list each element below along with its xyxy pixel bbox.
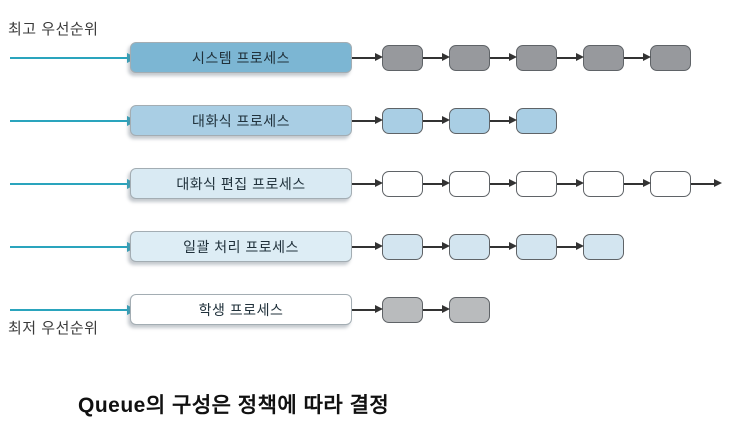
connector-arrow	[423, 179, 450, 187]
queue-node	[449, 233, 490, 260]
queue-category-box: 시스템 프로세스	[130, 42, 352, 73]
queue-node	[449, 44, 490, 71]
queue-node	[516, 170, 557, 197]
arrow-head-icon	[509, 179, 517, 187]
queue-row: 학생 프로세스	[0, 294, 731, 325]
queue-category-box: 대화식 편집 프로세스	[130, 168, 352, 199]
arrow-head-icon	[375, 242, 383, 250]
queue-node	[449, 107, 490, 134]
queue-node-chain	[352, 231, 624, 262]
arrow-head-icon	[442, 242, 450, 250]
connector-arrow	[490, 116, 517, 124]
arrow-head-icon	[576, 179, 584, 187]
connector-arrow	[352, 305, 383, 313]
connector-arrow	[490, 242, 517, 250]
queue-node	[583, 44, 624, 71]
lowest-priority-label: 최저 우선순위	[8, 320, 99, 337]
arrow-head-icon	[442, 116, 450, 124]
connector-arrow	[490, 53, 517, 61]
arrow-head-icon	[509, 53, 517, 61]
connector-arrow	[490, 179, 517, 187]
queue-node	[583, 233, 624, 260]
diagram-caption: Queue의 구성은 정책에 따라 결정	[78, 394, 390, 417]
priority-entry-arrow	[10, 52, 137, 63]
connector-arrow	[691, 179, 722, 187]
connector-arrow	[624, 53, 651, 61]
arrow-head-icon	[643, 179, 651, 187]
priority-entry-arrow	[10, 178, 137, 189]
highest-priority-label: 최고 우선순위	[8, 21, 99, 38]
connector-arrow	[624, 179, 651, 187]
arrow-head-icon	[375, 305, 383, 313]
priority-entry-arrow	[10, 241, 137, 252]
queue-node	[449, 170, 490, 197]
queue-node	[382, 296, 423, 323]
arrow-head-icon	[375, 116, 383, 124]
arrow-head-icon	[643, 53, 651, 61]
arrow-head-icon	[442, 305, 450, 313]
queue-node-chain	[352, 105, 557, 136]
queue-row: 일괄 처리 프로세스	[0, 231, 731, 262]
queue-node	[382, 107, 423, 134]
connector-arrow	[423, 242, 450, 250]
queue-node	[650, 44, 691, 71]
connector-arrow	[352, 242, 383, 250]
queue-category-box: 대화식 프로세스	[130, 105, 352, 136]
connector-arrow	[557, 179, 584, 187]
queue-node	[382, 170, 423, 197]
queue-node-chain	[352, 168, 722, 199]
connector-arrow	[423, 305, 450, 313]
arrow-head-icon	[509, 116, 517, 124]
queue-node	[382, 233, 423, 260]
arrow-head-icon	[375, 53, 383, 61]
queue-node	[516, 44, 557, 71]
queue-node	[382, 44, 423, 71]
connector-arrow	[557, 53, 584, 61]
queue-node-chain	[352, 294, 490, 325]
arrow-head-icon	[375, 179, 383, 187]
arrow-head-icon	[509, 242, 517, 250]
queue-node	[650, 170, 691, 197]
connector-arrow	[423, 116, 450, 124]
arrow-head-icon	[442, 53, 450, 61]
arrow-head-icon	[576, 53, 584, 61]
queue-category-box: 일괄 처리 프로세스	[130, 231, 352, 262]
queue-row: 시스템 프로세스	[0, 42, 731, 73]
queue-node	[516, 107, 557, 134]
queue-row: 대화식 편집 프로세스	[0, 168, 731, 199]
arrow-head-icon	[576, 242, 584, 250]
connector-arrow	[352, 116, 383, 124]
queue-node	[516, 233, 557, 260]
arrow-head-icon	[714, 179, 722, 187]
arrow-head-icon	[442, 179, 450, 187]
priority-entry-arrow	[10, 304, 137, 315]
queue-node	[583, 170, 624, 197]
priority-entry-arrow	[10, 115, 137, 126]
queue-row: 대화식 프로세스	[0, 105, 731, 136]
queue-node-chain	[352, 42, 691, 73]
queue-category-box: 학생 프로세스	[130, 294, 352, 325]
connector-arrow	[557, 242, 584, 250]
queue-node	[449, 296, 490, 323]
connector-arrow	[352, 53, 383, 61]
connector-arrow	[352, 179, 383, 187]
connector-arrow	[423, 53, 450, 61]
